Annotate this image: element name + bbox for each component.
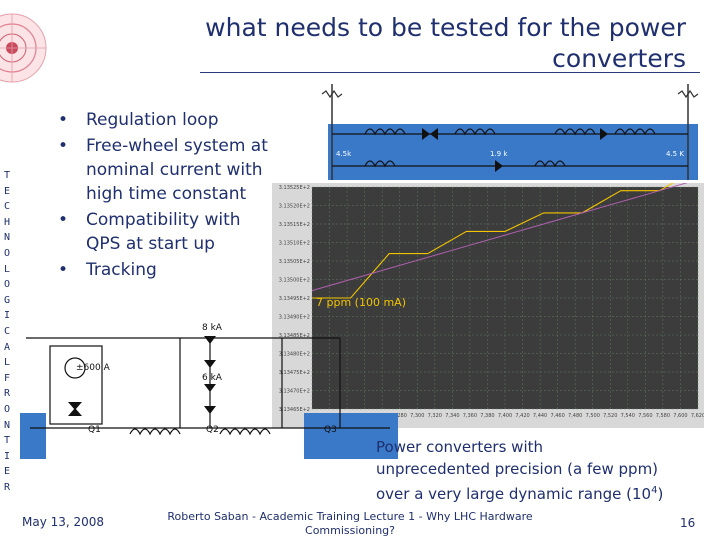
y-tick-label: 3.13485E+2 [279, 333, 310, 339]
page-number: 16 [680, 516, 696, 530]
caption-exponent: 4 [651, 485, 658, 496]
y-tick-label: 3.13490E+2 [279, 315, 310, 321]
circuit-blue-block [304, 413, 398, 459]
y-tick-label: 3.13480E+2 [279, 352, 310, 358]
series-step-line [312, 168, 699, 299]
chart-annotation: 7 ppm (100 mA) [316, 296, 406, 309]
y-tick-label: 3.13465E+2 [279, 407, 310, 413]
y-tick-label: 3.13510E+2 [279, 241, 310, 247]
caption-line-2: unprecedented precision (a few ppm) [376, 460, 659, 478]
footer-author-line-1: Roberto Saban - Academic Training Lectur… [167, 510, 533, 523]
x-tick-label: 7,400 [498, 413, 512, 419]
caption: Power converters with unprecedented prec… [376, 436, 706, 505]
precision-chart: 3.13525E+2 3.13520E+2 3.13515E+2 3.13510E+2… [279, 168, 705, 419]
x-tick-label: 7,540 [621, 413, 635, 419]
footer-author-line-2: Commissioning? [305, 524, 395, 537]
side-letter: G [3, 294, 11, 306]
caption-line-1: Power converters with [376, 438, 544, 456]
x-tick-label: 7,500 [586, 413, 600, 419]
chart-panel: 3.13525E+2 3.13520E+2 3.13515E+2 3.13510E+2… [272, 168, 705, 428]
schematic-label-left: 4.5k [336, 150, 352, 158]
side-letter: H [3, 216, 11, 228]
bullet-item: Compatibility with QPS at start up [58, 208, 278, 256]
freewheel-circuit-schematic: ±600 A 8 kA 6 kA Q1 Q2 Q3 [20, 323, 398, 459]
side-letter: L [3, 263, 11, 275]
x-tick-label: 7,360 [463, 413, 477, 419]
circuit-q1-label: Q1 [88, 425, 101, 435]
circuit-q2-label: Q2 [206, 425, 219, 435]
x-tick-label: 7,340 [445, 413, 459, 419]
x-tick-label: 7,320 [428, 413, 442, 419]
caption-line-3: over a very large dynamic range (104) [376, 480, 706, 505]
side-letter: L [3, 357, 11, 369]
side-letter: I [3, 310, 11, 322]
bullet-item: Free-wheel system at nominal current wit… [58, 134, 278, 206]
slide-title: what needs to be tested for the power co… [166, 12, 686, 74]
bullet-item: Regulation loop [58, 108, 278, 132]
title-line-1: what needs to be tested for the power [205, 13, 686, 42]
side-letter: R [3, 388, 11, 400]
y-tick-label: 3.13475E+2 [279, 370, 310, 376]
caption-close-paren: ) [657, 485, 664, 503]
bullet-item: Tracking [58, 258, 278, 282]
footer-date: May 13, 2008 [22, 515, 105, 529]
circuit-diode-label-2: 6 kA [202, 373, 223, 383]
y-tick-label: 3.13505E+2 [279, 259, 310, 265]
side-letter: F [3, 372, 11, 384]
side-letter: C [3, 201, 11, 213]
side-letter: R [3, 481, 11, 493]
side-letter: T [3, 435, 11, 447]
y-tick-label: 3.13500E+2 [279, 278, 310, 284]
x-tick-label: 7,380 [480, 413, 494, 419]
y-tick-label: 3.13520E+2 [279, 204, 310, 210]
side-letter: I [3, 450, 11, 462]
side-letter: E [3, 185, 11, 197]
title-line-2: converters [552, 44, 686, 73]
side-letter: O [3, 403, 11, 415]
x-tick-label: 7,440 [533, 413, 547, 419]
side-letter: C [3, 325, 11, 337]
schematic-blue-band [328, 124, 698, 180]
lhc-logo [0, 13, 47, 83]
schematic-label-center: 1.9 k [490, 150, 508, 158]
side-letter: N [3, 232, 11, 244]
side-label: T E C H N O L O G I C A L F R O N T I E … [0, 168, 14, 495]
caption-line-3-text: over a very large dynamic range (10 [376, 485, 652, 503]
y-tick-label: 3.13470E+2 [279, 389, 310, 395]
side-letter: E [3, 466, 11, 478]
x-tick-label: 7,580 [656, 413, 670, 419]
x-tick-label: 7,280 [393, 413, 407, 419]
circuit-blue-block [20, 413, 46, 459]
magnet-circuit-schematic: 4.5k 1.9 k 4.5 K [321, 84, 699, 180]
x-tick-label: 7,480 [568, 413, 582, 419]
circuit-current-label: ±600 A [76, 363, 111, 373]
footer-author: Roberto Saban - Academic Training Lectur… [160, 510, 540, 538]
x-tick-label: 7,620 [691, 413, 704, 419]
side-letter: O [3, 279, 11, 291]
circuit-diode-label-1: 8 kA [202, 323, 223, 333]
schematic-label-right: 4.5 K [666, 150, 684, 158]
x-tick-label: 7,460 [550, 413, 564, 419]
side-letter: T [3, 170, 11, 181]
x-tick-label: 7,520 [603, 413, 617, 419]
y-tick-label: 3.13495E+2 [279, 296, 310, 302]
side-letter: N [3, 419, 11, 431]
circuit-q3-label: Q3 [324, 425, 337, 435]
x-tick-label: 7,560 [638, 413, 652, 419]
y-tick-label: 3.13515E+2 [279, 222, 310, 228]
y-tick-label: 3.13525E+2 [279, 185, 310, 191]
bullet-list: Regulation loop Free-wheel system at nom… [58, 108, 278, 282]
series-ramp-line [311, 179, 699, 292]
side-letter: A [3, 341, 11, 353]
x-tick-label: 7,600 [673, 413, 687, 419]
x-tick-label: 7,420 [515, 413, 529, 419]
side-letter: O [3, 247, 11, 259]
x-tick-label: 7,300 [410, 413, 424, 419]
title-underline [200, 72, 700, 73]
